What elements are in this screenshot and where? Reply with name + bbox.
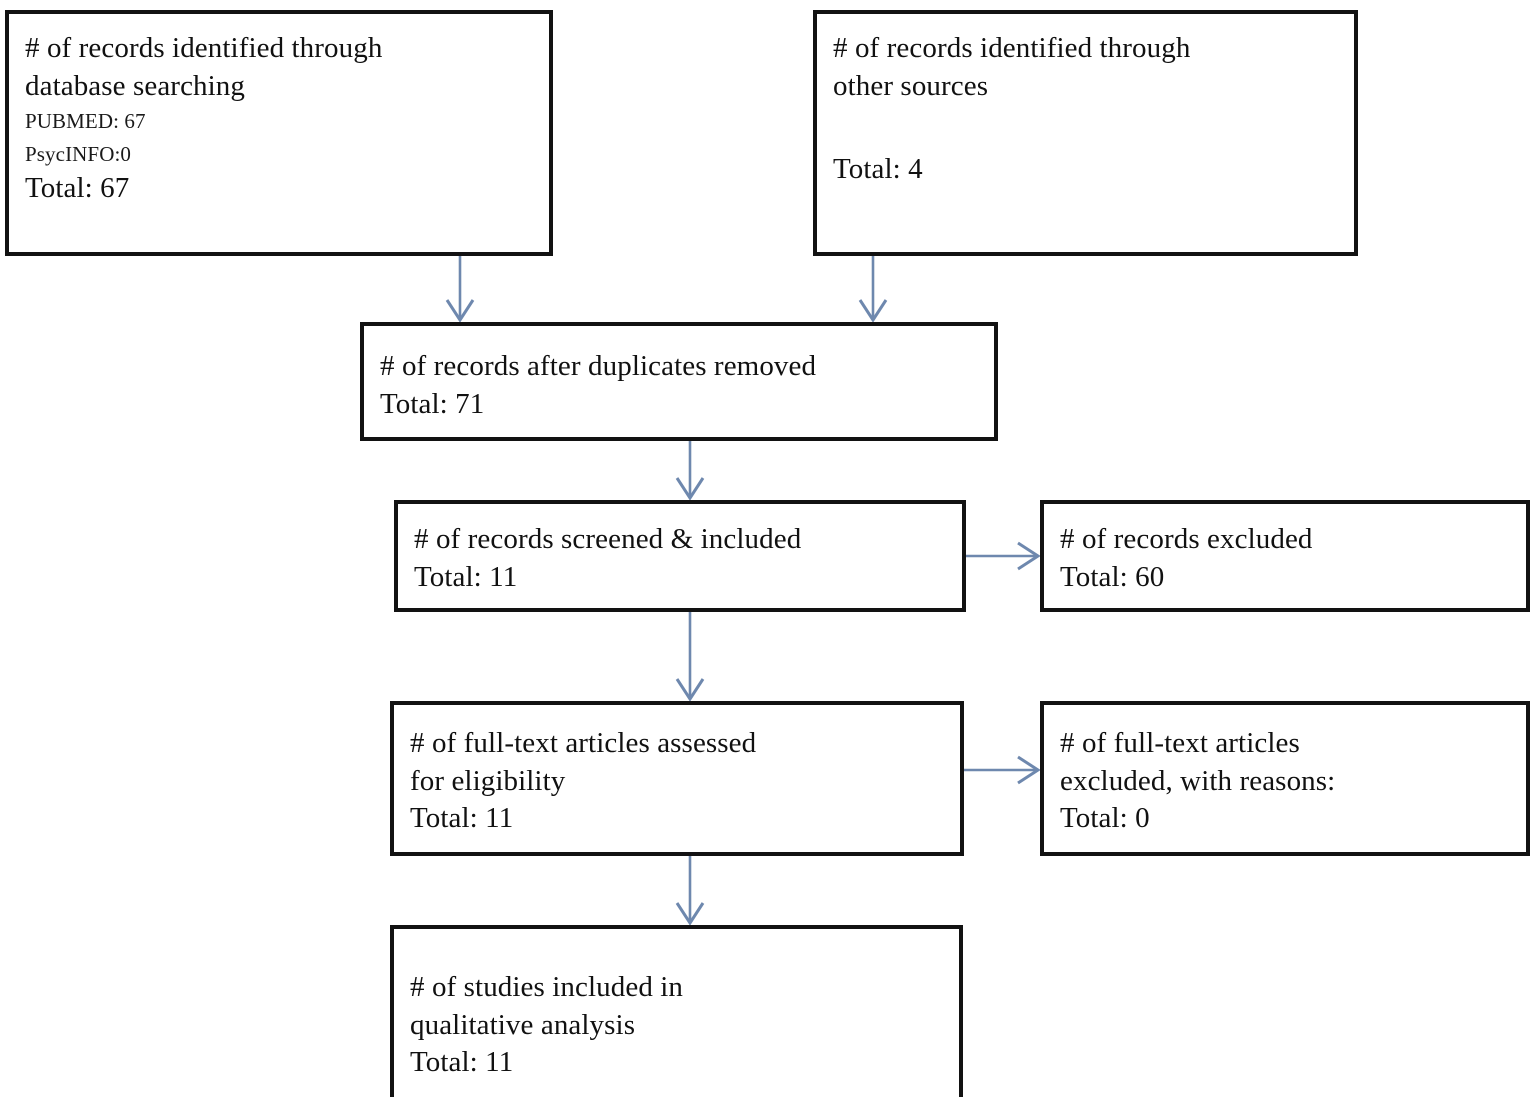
records-screened-and-included-box: # of records screened & included Total: … xyxy=(394,500,966,612)
arrow-screened-to-fulltext-path xyxy=(675,612,705,702)
records-identified-other-sources-box: # of records identified through other so… xyxy=(813,10,1358,256)
records-excluded-line-1: # of records excluded xyxy=(1060,523,1313,555)
records-identified-database-box: # of records identified through database… xyxy=(5,10,553,256)
dupes-total: Total: 71 xyxy=(380,387,485,420)
ft-excluded-line-1: # of full-text articles xyxy=(1060,727,1300,759)
arrow-screened-to-records-excluded-path xyxy=(966,541,1041,571)
fulltext-line-2: for eligibility xyxy=(410,764,566,797)
records-after-duplicates-removed-box: # of records after duplicates removed To… xyxy=(360,322,998,441)
other-total: Total: 4 xyxy=(833,153,923,186)
fulltext-total: Total: 11 xyxy=(410,802,514,835)
other-line-2: other sources xyxy=(833,69,989,102)
other-spacer xyxy=(833,105,1338,151)
included-line-2: qualitative analysis xyxy=(410,1008,636,1041)
fulltext-line-1: # of full-text articles assessed xyxy=(410,727,757,759)
dupes-line-1: # of records after duplicates removed xyxy=(380,350,817,382)
full-text-articles-assessed-box: # of full-text articles assessed for eli… xyxy=(390,701,964,856)
db-line-1: # of records identified through xyxy=(25,32,383,64)
screened-total: Total: 11 xyxy=(414,560,518,593)
ft-excluded-total: Total: 0 xyxy=(1060,802,1150,835)
db-pubmed-count: PUBMED: 67 xyxy=(25,109,146,134)
arrow-fulltext-to-fulltext-excluded-path xyxy=(964,755,1041,785)
db-total: Total: 67 xyxy=(25,172,130,205)
records-excluded-total: Total: 60 xyxy=(1060,560,1165,593)
db-psycinfo-count: PsycINFO:0 xyxy=(25,141,132,166)
studies-included-qualitative-box: # of studies included in qualitative ana… xyxy=(390,925,963,1097)
arrow-other-sources-to-duplicates-path xyxy=(858,256,888,323)
records-excluded-box: # of records excluded Total: 60 xyxy=(1040,500,1530,612)
ft-excluded-line-2: excluded, with reasons: xyxy=(1060,764,1336,797)
full-text-articles-excluded-box: # of full-text articles excluded, with r… xyxy=(1040,701,1530,856)
arrow-duplicates-to-screened-path xyxy=(675,441,705,501)
included-total: Total: 11 xyxy=(410,1046,514,1079)
db-line-2: database searching xyxy=(25,69,245,102)
screened-line-1: # of records screened & included xyxy=(414,523,802,555)
other-line-1: # of records identified through xyxy=(833,32,1191,64)
arrow-fulltext-to-included-path xyxy=(675,856,705,926)
included-line-1: # of studies included in xyxy=(410,971,684,1003)
